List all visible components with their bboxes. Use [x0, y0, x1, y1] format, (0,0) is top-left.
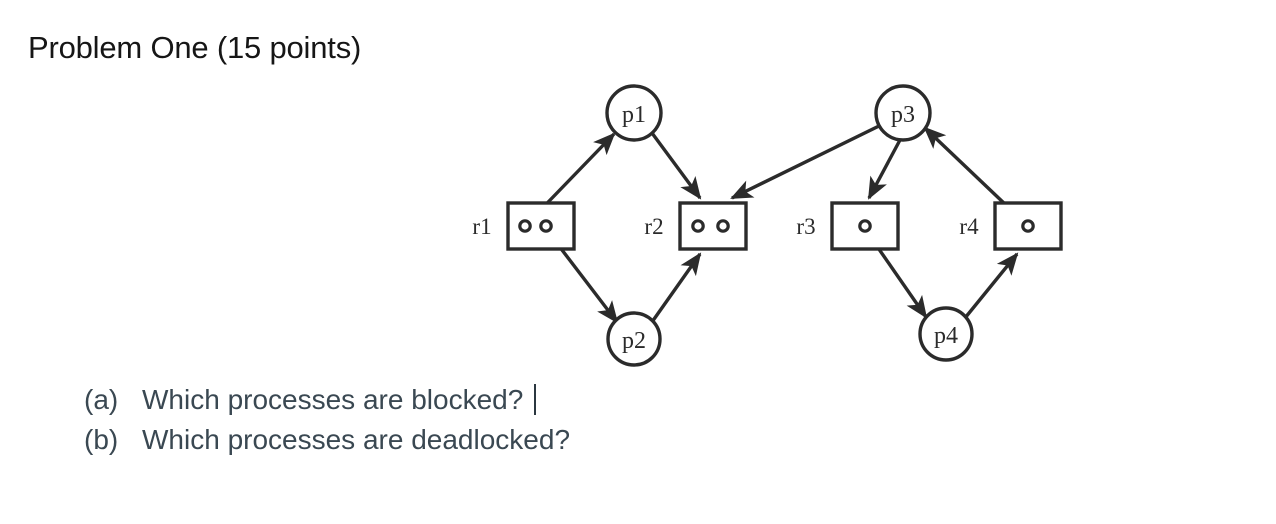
resource-node-r3[interactable]: r3	[796, 201, 900, 251]
process-label-p4: p4	[934, 323, 958, 349]
edge-p2-to-r2	[650, 252, 702, 323]
resource-node-r4[interactable]: r4	[959, 201, 1063, 251]
question-marker-a: (a)	[84, 384, 119, 415]
questions-list: (a) Which processes are blocked? (b) Whi…	[84, 380, 784, 460]
question-marker-b: (b)	[84, 424, 119, 455]
process-label-p2: p2	[622, 328, 646, 354]
process-circle-p1	[605, 84, 663, 142]
question-text-a-value: Which processes are blocked?	[142, 384, 524, 415]
resource-instance-dot	[1021, 219, 1035, 233]
process-label-p3: p3	[891, 102, 915, 128]
resource-label-r4: r4	[959, 214, 979, 239]
page-title: Problem One (15 points)	[28, 30, 362, 65]
process-label-p1: p1	[622, 102, 646, 128]
resource-instance-dot	[716, 219, 730, 233]
process-node-p3[interactable]: p3	[874, 84, 932, 142]
resource-label-r2: r2	[644, 214, 663, 239]
process-node-p4[interactable]: p4	[918, 306, 974, 362]
process-nodes: p1 p2 p3 p4	[605, 84, 974, 367]
process-node-p2[interactable]: p2	[606, 311, 662, 367]
resource-node-r1[interactable]: r1	[472, 201, 576, 251]
resource-node-r2[interactable]: r2	[644, 201, 748, 251]
process-circle-p4	[918, 306, 974, 362]
resource-instance-dot	[539, 219, 553, 233]
resource-allocation-graph: r1 r2 r3 r4	[460, 72, 1090, 377]
resource-instance-dot	[518, 219, 532, 233]
question-text-b: Which processes are deadlocked?	[142, 424, 571, 455]
rag-svg: r1 r2 r3 r4	[472, 84, 1063, 367]
question-item-b: (b) Which processes are deadlocked?	[84, 420, 784, 460]
resource-instance-dot	[858, 219, 872, 233]
question-text-a: Which processes are blocked?	[142, 380, 537, 420]
resource-label-r3: r3	[796, 214, 815, 239]
edge-p4-to-r4	[963, 252, 1019, 320]
resource-nodes: r1 r2 r3 r4	[472, 201, 1063, 251]
question-item-a: (a) Which processes are blocked?	[84, 380, 784, 420]
process-node-p1[interactable]: p1	[605, 84, 663, 142]
text-cursor	[534, 384, 537, 415]
edge-p3-to-r3	[867, 139, 902, 200]
edge-p1-to-r2	[650, 131, 702, 200]
resource-box-r4	[993, 201, 1063, 251]
resource-label-r1: r1	[472, 214, 491, 239]
process-circle-p3	[874, 84, 932, 142]
edge-p3-to-r2	[730, 124, 880, 200]
resource-instance-dot	[691, 219, 705, 233]
process-circle-p2	[606, 311, 662, 367]
resource-box-r2	[678, 201, 748, 251]
